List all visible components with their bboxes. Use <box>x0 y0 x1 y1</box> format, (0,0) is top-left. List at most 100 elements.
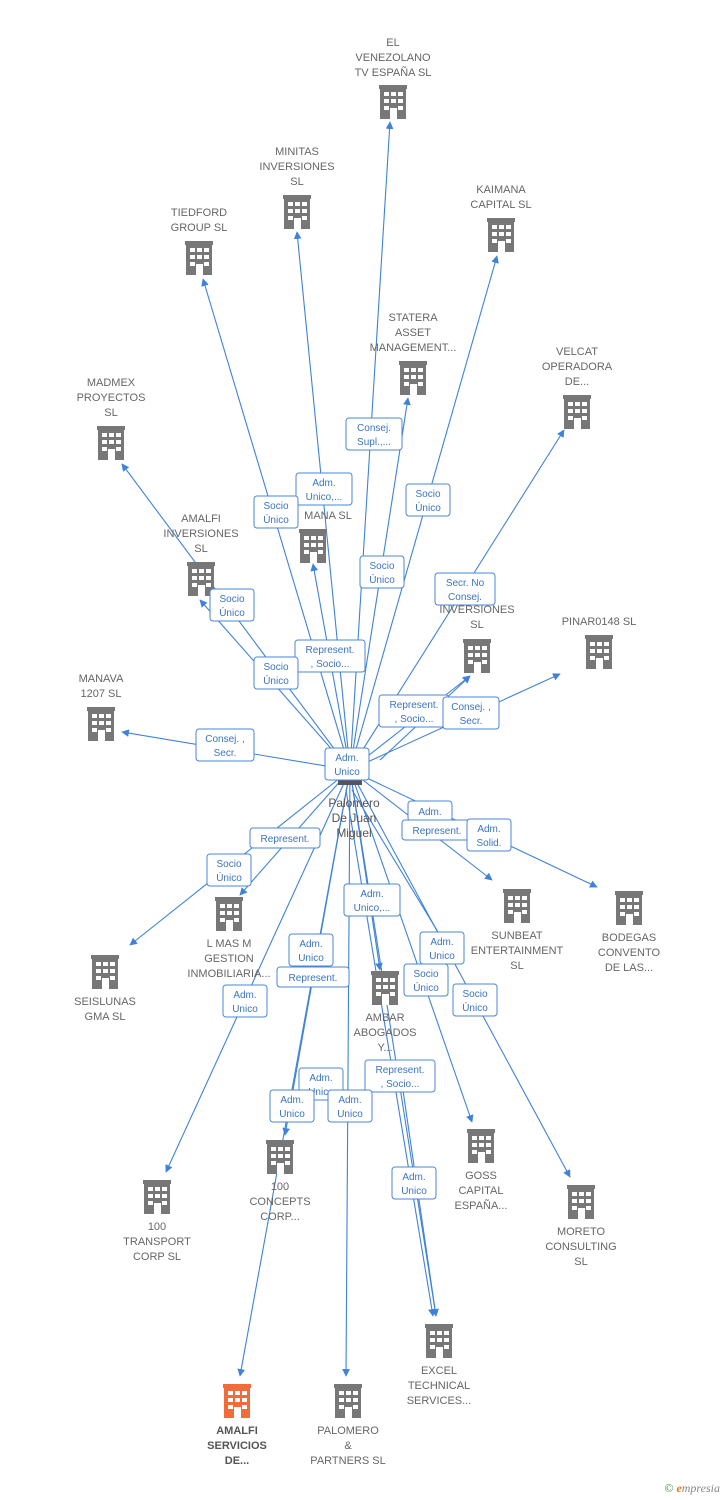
relation-label[interactable]: Adm.Unico <box>327 1089 373 1123</box>
building-icon <box>283 195 311 229</box>
building-icon <box>467 1129 495 1163</box>
relation-text: Adm.Unico <box>401 1172 427 1197</box>
relation-label[interactable]: Adm.Unico <box>222 984 268 1018</box>
building-icon <box>97 426 125 460</box>
relation-label[interactable]: Adm.Unico <box>324 747 370 781</box>
relation-label[interactable]: Represent., Socio... <box>294 639 366 673</box>
relation-text: Represent., Socio... <box>390 700 439 725</box>
building-icon <box>563 395 591 429</box>
relation-text: Represent. <box>413 826 462 837</box>
relation-text: Consej.Supl.,... <box>357 423 391 448</box>
relation-label[interactable]: Consej. ,Secr. <box>195 728 255 762</box>
building-icon <box>585 635 613 669</box>
relation-text: Consej. ,Secr. <box>451 702 490 727</box>
relation-text: Adm.Unico,... <box>354 889 391 914</box>
company-node[interactable]: PALOMERO&PARTNERS SL <box>310 1384 386 1467</box>
building-icon <box>379 85 407 119</box>
relation-label[interactable]: Adm.Unico <box>419 931 465 965</box>
relation-label[interactable]: Adm. <box>407 800 453 822</box>
building-icon <box>91 955 119 989</box>
relation-label[interactable]: Adm.Unico <box>269 1089 315 1123</box>
building-icon <box>299 529 327 563</box>
relation-text: Represent., Socio... <box>376 1065 425 1090</box>
relation-text: Adm. <box>418 807 441 818</box>
relation-label[interactable]: Consej. ,Secr. <box>442 696 500 730</box>
relation-text: Adm.Unico <box>337 1095 363 1120</box>
relation-text: Adm.Unico <box>232 990 258 1015</box>
brand-name: mpresia <box>681 1481 720 1495</box>
relation-label[interactable]: Adm.Unico <box>391 1166 437 1200</box>
company-name: MANA SL <box>304 510 352 522</box>
company-node[interactable]: MANA SL <box>299 510 352 563</box>
relation-label[interactable]: Represent. <box>249 827 321 849</box>
relation-label[interactable]: Adm.Unico,... <box>295 472 353 506</box>
company-name: PINAR0148 SL <box>562 616 637 628</box>
relation-text: Adm.Solid. <box>476 824 501 849</box>
brand-logo[interactable]: ©empresia <box>664 1481 720 1496</box>
relation-label[interactable]: Consej.Supl.,... <box>345 417 403 451</box>
relation-label[interactable]: Represent., Socio... <box>378 694 450 728</box>
company-node[interactable]: PINAR0148 SL <box>562 616 637 669</box>
relation-text: Represent. <box>261 834 310 845</box>
edge-to-goss <box>349 769 474 1123</box>
edge-extra-2 <box>351 789 442 938</box>
building-icon <box>185 241 213 275</box>
relation-label[interactable]: Adm.Unico <box>288 933 334 967</box>
relation-label[interactable]: Adm.Solid. <box>466 818 512 852</box>
relation-label[interactable]: Represent. <box>401 819 473 841</box>
relation-label[interactable]: Adm.Unico,... <box>343 883 401 917</box>
building-icon <box>266 1140 294 1174</box>
relation-label[interactable]: Represent. <box>276 966 350 988</box>
relation-label[interactable]: Represent., Socio... <box>364 1059 436 1093</box>
building-icon <box>399 361 427 395</box>
